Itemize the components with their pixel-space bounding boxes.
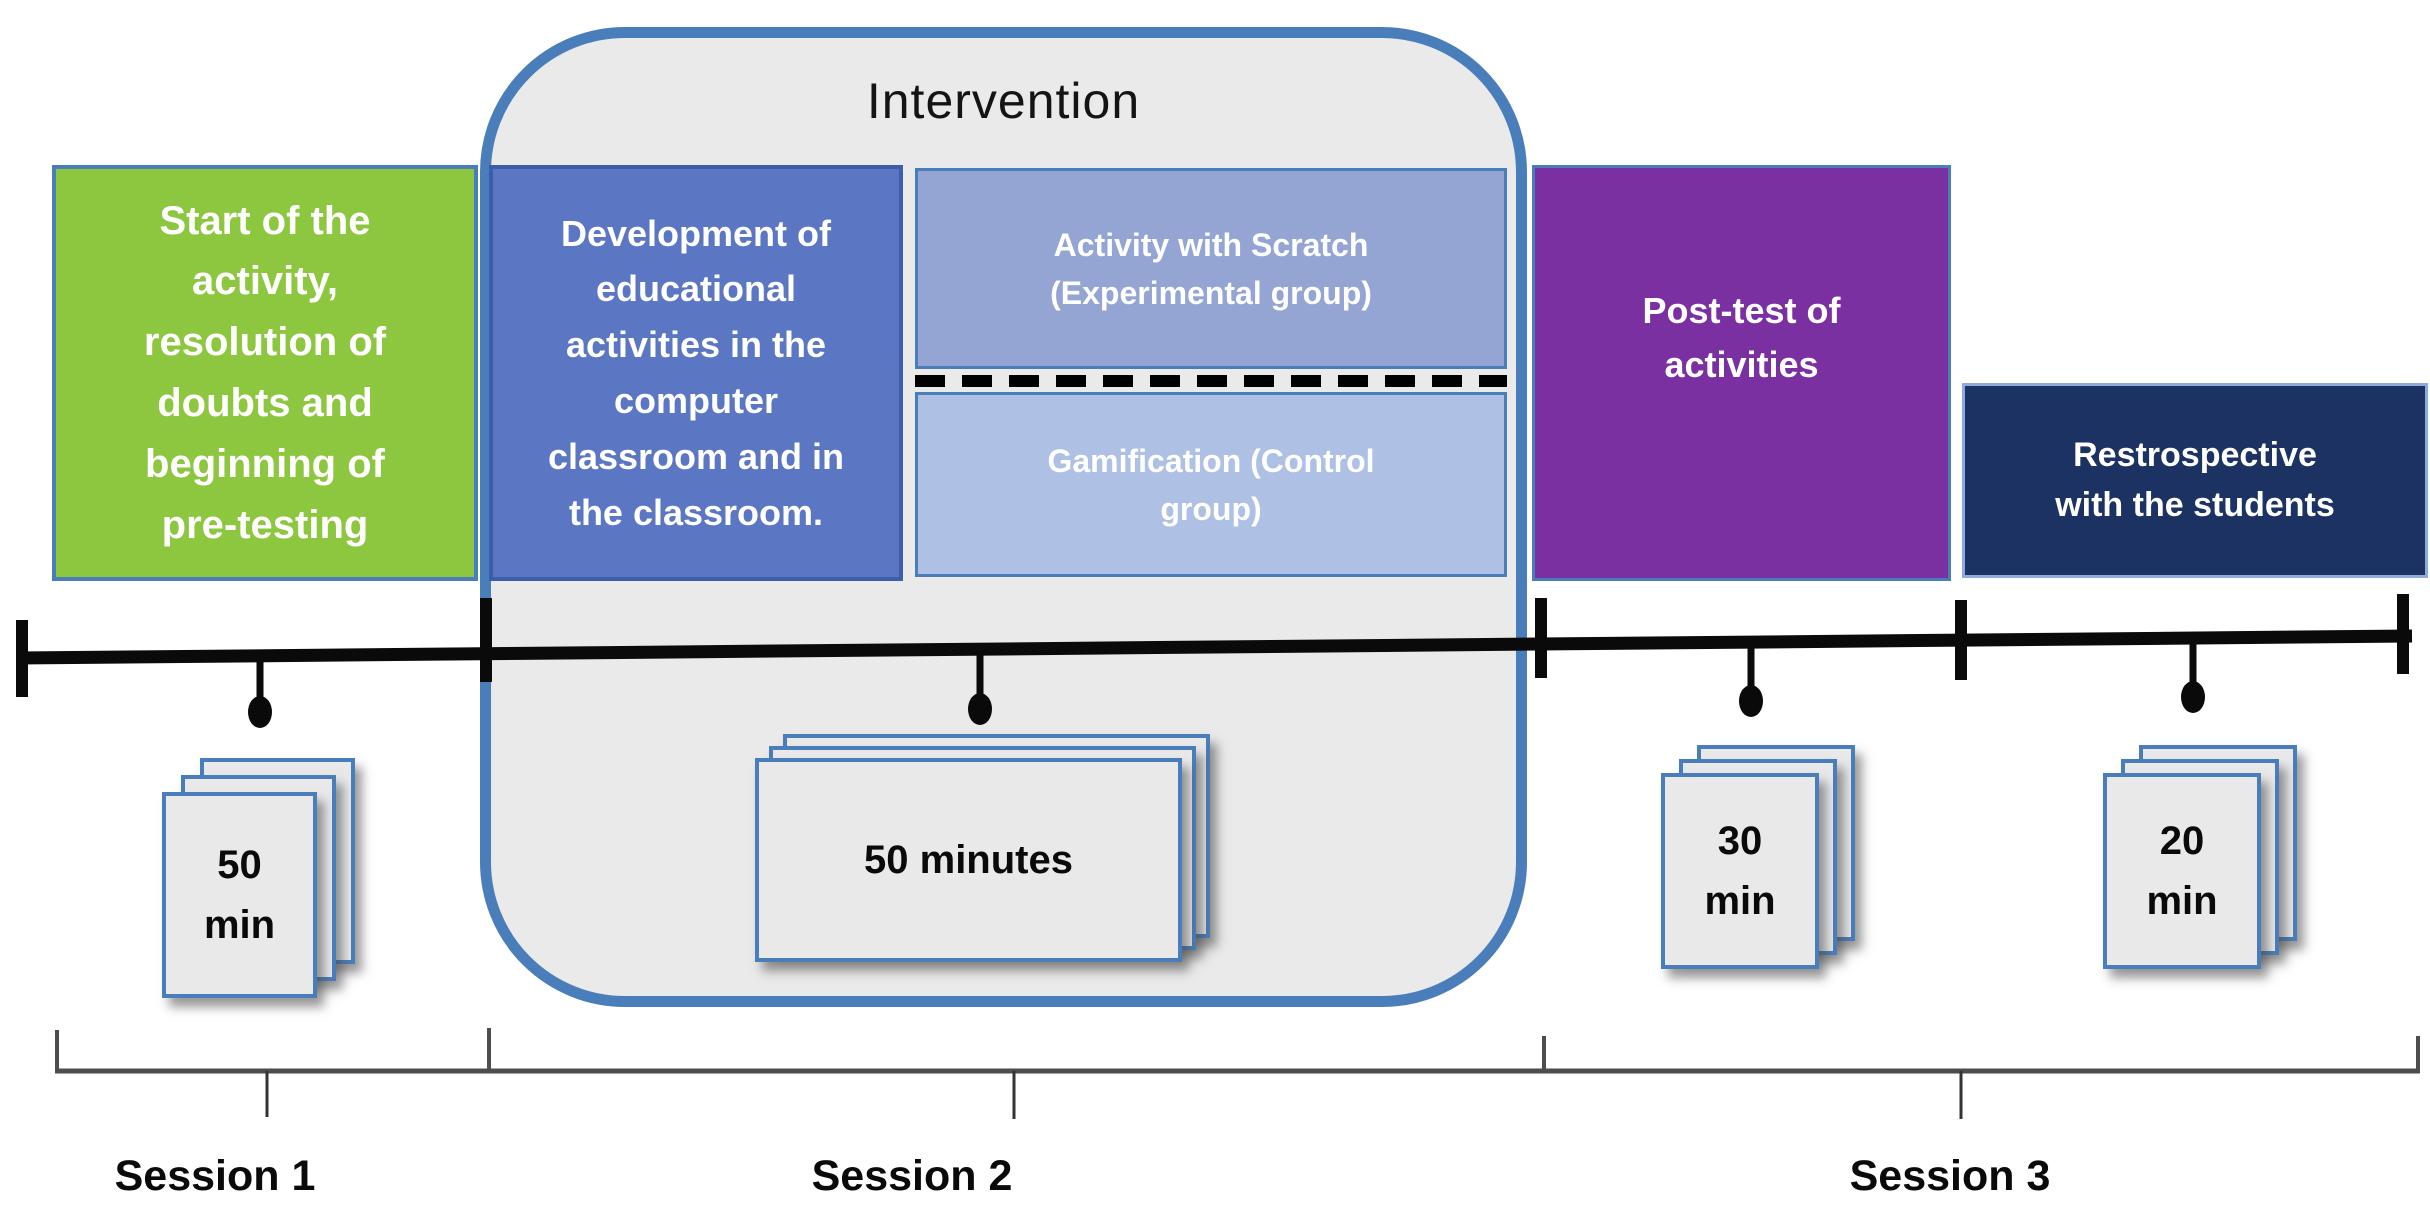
event-marker-dot <box>1739 685 1763 717</box>
phase-box-control-group: Gamification (Control group) <box>915 392 1507 577</box>
event-marker-dot <box>2181 681 2205 713</box>
document-stack-posttest: 30 min <box>1661 745 1871 985</box>
document-stack-session2: 50 minutes <box>755 734 1225 974</box>
session-label-2: Session 2 <box>811 1152 1013 1200</box>
session-label-3: Session 3 <box>1849 1152 2051 1200</box>
event-marker-dot <box>248 696 272 728</box>
intervention-title: Intervention <box>866 73 1141 129</box>
group-dashed-divider <box>915 375 1507 387</box>
duration-label-session1: 50 min <box>162 792 317 998</box>
phase-box-development: Development of educational activities in… <box>489 165 903 581</box>
phase-box-experimental-group: Activity with Scratch (Experimental grou… <box>915 168 1507 369</box>
document-stack-retrospective: 20 min <box>2103 745 2313 985</box>
session-label-1: Session 1 <box>114 1152 316 1200</box>
duration-label-posttest: 30 min <box>1661 773 1819 969</box>
document-stack-session1: 50 min <box>162 758 372 1008</box>
phase-box-posttest: Post-test of activities <box>1532 165 1951 581</box>
phase-box-pretest: Start of the activity, resolution of dou… <box>52 165 478 581</box>
duration-label-session2: 50 minutes <box>755 758 1182 962</box>
phase-box-retrospective: Restrospective with the students <box>1962 383 2428 578</box>
duration-label-retrospective: 20 min <box>2103 773 2261 969</box>
